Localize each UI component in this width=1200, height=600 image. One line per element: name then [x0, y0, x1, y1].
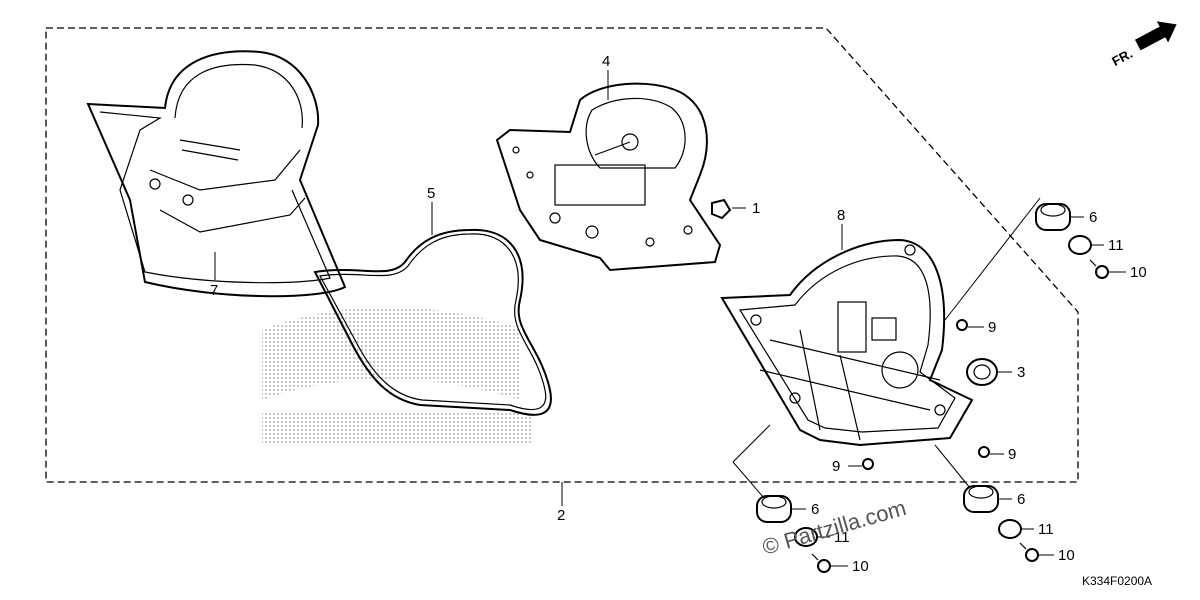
- callout-6-left: 6: [811, 501, 819, 518]
- callout-2: 2: [557, 507, 565, 524]
- front-direction-label: FR.: [1109, 46, 1135, 69]
- screw-part-10-right[interactable]: [1019, 542, 1039, 562]
- socket-part-1[interactable]: [711, 198, 732, 220]
- screw-part-9-a[interactable]: [956, 319, 968, 331]
- rubber-mount-part-6-top[interactable]: [1035, 203, 1071, 231]
- callout-5: 5: [427, 185, 435, 202]
- callout-11-left: 11: [834, 529, 850, 546]
- grommet-part-3[interactable]: [966, 358, 998, 386]
- front-direction-indicator: FR.: [1109, 21, 1177, 69]
- leader-lines: [214, 70, 1126, 567]
- seal-part-5[interactable]: [313, 228, 552, 416]
- callout-10-right: 10: [1058, 547, 1075, 564]
- screw-part-10-top[interactable]: [1089, 259, 1109, 279]
- rubber-mount-part-6-left[interactable]: [756, 495, 792, 523]
- callout-11-top: 11: [1108, 237, 1124, 254]
- collar-part-11-top[interactable]: [1068, 235, 1092, 255]
- screw-part-10-left[interactable]: [811, 553, 831, 573]
- screw-part-9-c[interactable]: [862, 458, 874, 470]
- callout-6-right: 6: [1017, 491, 1025, 508]
- callout-10-left: 10: [852, 558, 869, 575]
- callout-3: 3: [1017, 364, 1025, 381]
- collar-part-11-right[interactable]: [998, 519, 1022, 539]
- meter-unit-part-4[interactable]: [495, 82, 722, 272]
- callout-6-top: 6: [1089, 209, 1097, 226]
- assembly-boundary: [45, 27, 1079, 483]
- callout-9-a: 9: [988, 319, 996, 336]
- rubber-mount-part-6-right[interactable]: [963, 485, 999, 513]
- callout-7: 7: [210, 282, 218, 299]
- front-arrow-icon: [1134, 21, 1177, 51]
- meter-case-part-8[interactable]: [720, 238, 974, 447]
- screw-part-9-b[interactable]: [978, 446, 990, 458]
- callout-9-c: 9: [832, 458, 840, 475]
- callout-10-top: 10: [1130, 264, 1147, 281]
- callout-9-b: 9: [1008, 446, 1016, 463]
- diagram-code: K334F0200A: [1082, 574, 1152, 588]
- callout-8: 8: [837, 207, 845, 224]
- callout-4: 4: [602, 53, 610, 70]
- callout-11-right: 11: [1038, 521, 1054, 538]
- meter-cover-part-7[interactable]: [86, 50, 347, 298]
- honda-logo-watermark-icon: [262, 307, 532, 444]
- callout-1: 1: [752, 200, 760, 217]
